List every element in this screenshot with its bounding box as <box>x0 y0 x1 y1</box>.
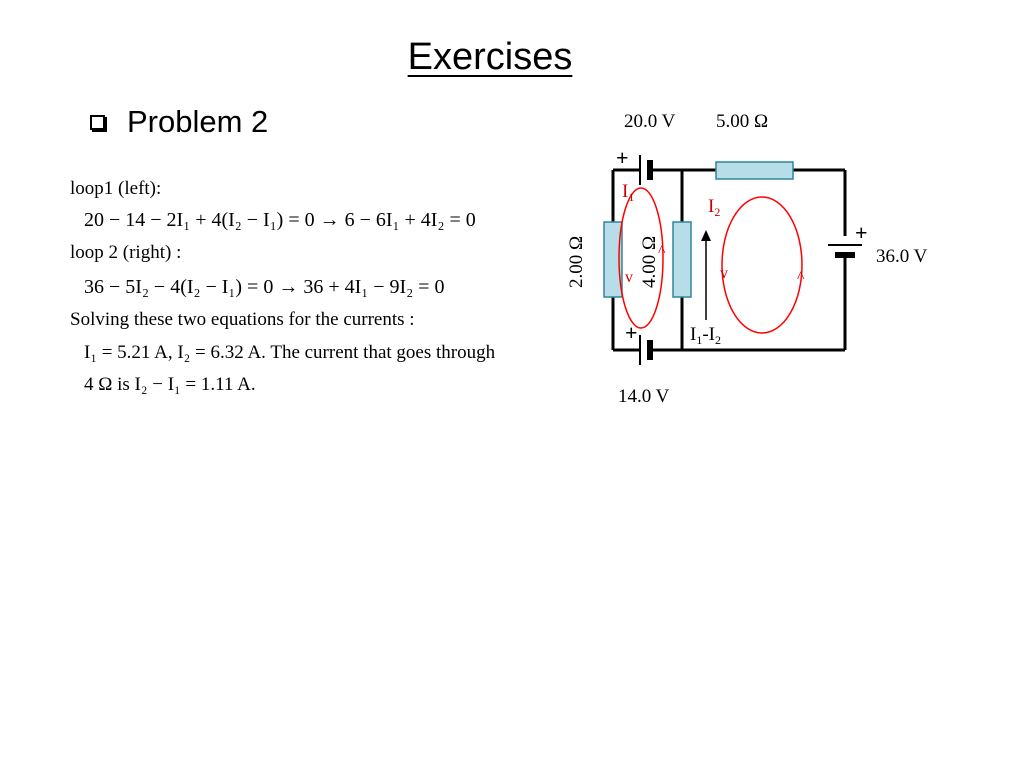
loop2-equation: 36 − 5I₂ − 4(I₂ − I₁) = 0 → 36 + 4I₁ − 9… <box>84 276 445 298</box>
plus-right: + <box>855 220 868 245</box>
resistor-top <box>715 161 794 180</box>
loop-left-arrow-down: v <box>625 269 633 286</box>
resistor-top-value: 5.00 Ω <box>716 111 768 132</box>
loop2-label: loop 2 (right) : <box>70 242 182 263</box>
loop1-label: loop1 (left): <box>70 178 162 199</box>
problem-bullet: Problem 2 <box>90 102 268 142</box>
loop-left <box>618 187 664 329</box>
battery-right-voltage: 36.0 V <box>876 246 928 267</box>
battery-right <box>828 244 862 258</box>
battery-bottom <box>639 335 653 365</box>
slide-title: Exercises <box>407 36 573 78</box>
plus-top: + <box>616 145 629 170</box>
current-i2-label: I2 <box>708 196 720 219</box>
loop-right-arrow-down: v <box>720 265 728 282</box>
current-i1-label: I1 <box>622 181 634 204</box>
loop-right <box>721 196 803 334</box>
battery-top-voltage: 20.0 V <box>624 111 676 132</box>
middle-current-label: I1-I2 <box>690 324 721 347</box>
circuit-diagram: ^ v v ^ + + + 20.0 V 5.00 Ω 36.0 V 14.0 … <box>566 111 928 407</box>
checkbox-bullet-icon <box>90 114 105 130</box>
battery-top <box>639 155 653 185</box>
resistor-middle <box>672 221 692 298</box>
result-line-2: 4 Ω is I₂ − I₁ = 1.11 A. <box>84 374 256 395</box>
loop-left-arrow-up: ^ <box>658 243 666 260</box>
plus-bottom: + <box>625 320 638 345</box>
result-line-1: I₁ = 5.21 A, I₂ = 6.32 A. The current th… <box>84 342 496 363</box>
loop1-equation: 20 − 14 − 2I₁ + 4(I₂ − I₁) = 0 → 6 − 6I₁… <box>84 209 476 231</box>
middle-current-arrowhead-icon <box>701 230 711 241</box>
resistor-middle-value: 4.00 Ω <box>639 236 660 288</box>
problem-label: Problem 2 <box>127 104 269 139</box>
resistor-left <box>603 221 623 298</box>
solving-text: Solving these two equations for the curr… <box>70 309 415 330</box>
battery-bottom-voltage: 14.0 V <box>618 386 670 407</box>
loop-right-arrow-up: ^ <box>797 269 805 286</box>
resistor-left-value: 2.00 Ω <box>566 236 587 288</box>
